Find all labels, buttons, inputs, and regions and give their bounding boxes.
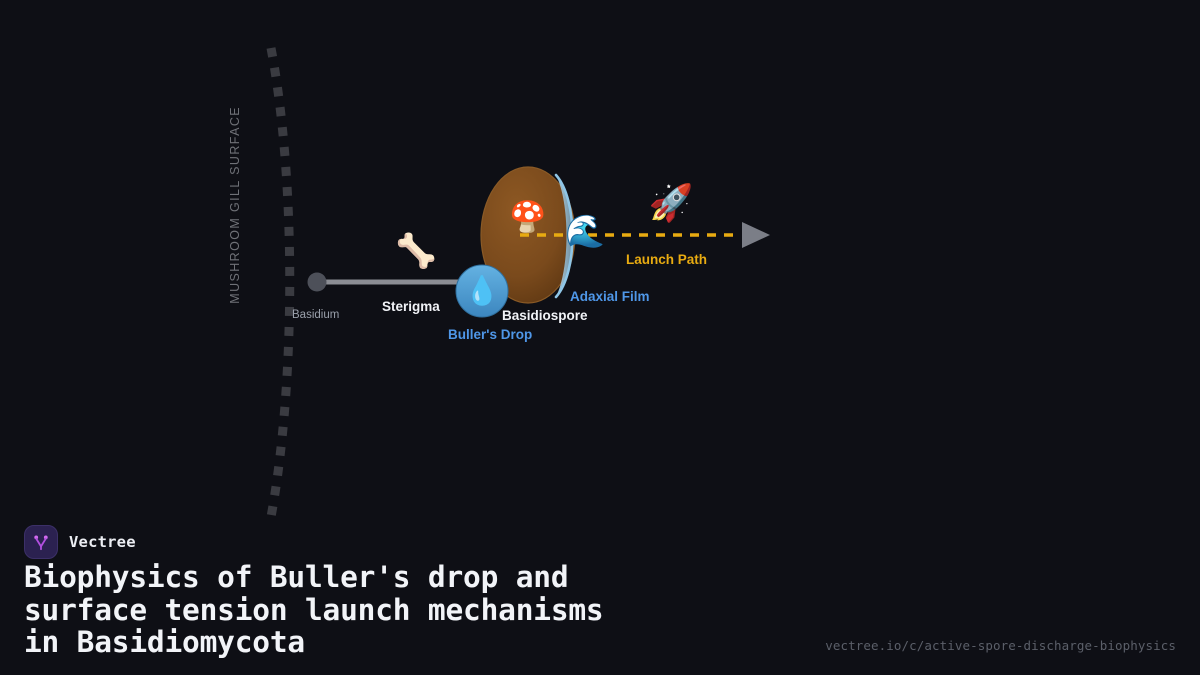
gill-surface-label: MUSHROOM GILL SURFACE	[228, 106, 242, 304]
basidiospore-label: Basidiospore	[502, 308, 588, 323]
water-droplet-icon: 💧	[464, 275, 500, 306]
vectree-glyph	[34, 535, 48, 551]
site-url: vectree.io/c/active-spore-discharge-biop…	[825, 638, 1176, 653]
gill-surface-curve	[266, 47, 295, 518]
wave-icon: 🌊	[565, 213, 605, 249]
brand-name: Vectree	[69, 533, 136, 551]
launch-path-label: Launch Path	[626, 252, 708, 267]
vectree-logo-icon	[24, 525, 58, 559]
bullers-drop-label: Buller's Drop	[448, 327, 533, 342]
brand-lockup: Vectree	[24, 525, 136, 559]
bullers-drop-chip	[455, 264, 509, 318]
mushroom-icon: 🍄	[509, 201, 547, 234]
basidium-node	[307, 272, 327, 292]
launch-path-arrowhead	[742, 222, 770, 248]
bone-icon: 🦴	[395, 231, 437, 269]
poster-footer: Vectree Biophysics of Buller's drop and …	[0, 503, 1200, 675]
adaxial-film-label: Adaxial Film	[570, 289, 650, 304]
sterigma-label: Sterigma	[382, 299, 440, 314]
basidium-label: Basidium	[292, 309, 340, 321]
page-title: Biophysics of Buller's drop and surface …	[24, 560, 604, 659]
rocket-icon: 🚀	[648, 182, 694, 223]
